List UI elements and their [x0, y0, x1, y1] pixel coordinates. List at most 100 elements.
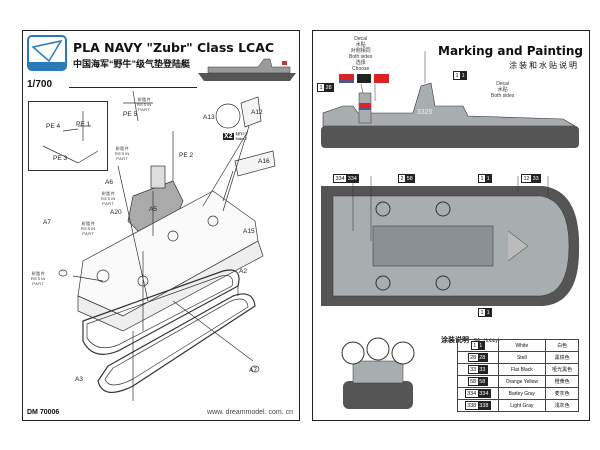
marking-title: Marking and Painting	[438, 44, 583, 58]
part-label-a6: A6	[105, 179, 113, 186]
marking-page: Marking and Painting 涂装和水贴说明 Decal 水贴 对侧…	[312, 30, 590, 421]
code-a: 1	[480, 309, 484, 316]
paint-name-en: White	[497, 339, 547, 352]
resin-en: RESIN	[31, 276, 46, 281]
part-label-pe4: PE 4	[46, 123, 61, 130]
code-b: 33	[531, 174, 541, 183]
code-b: 1	[460, 71, 467, 80]
paint-name-cn: 浅灰色	[545, 399, 579, 412]
paint-name-cn: 白色	[545, 339, 579, 352]
code-b: 334	[477, 389, 490, 398]
part-label-a16: A16	[258, 158, 270, 165]
resin-en: RESIN	[137, 102, 152, 107]
resin-part: PART	[116, 156, 129, 161]
resin-cn: 树脂件	[81, 221, 96, 226]
dreammodel-logo	[27, 35, 67, 71]
paint-name-en: Barley Gray	[497, 387, 547, 400]
assembly-page: PLA NAVY "Zubr" Class LCAC 中国海军“野牛”级气垫登陆…	[22, 30, 300, 421]
decal-note: Decal 水贴 对侧相同 Both sides 选择 Choose	[349, 36, 372, 72]
choose-arrow-icon	[357, 74, 371, 83]
product-code: DM 70006	[27, 409, 60, 416]
code-a: 12	[523, 175, 530, 182]
choose-cn: 选择	[355, 60, 366, 66]
resin-en: RESIN	[81, 226, 96, 231]
paint-name-cn: 黑铁色	[545, 351, 579, 364]
part-label-a20: A20	[110, 209, 122, 216]
code-a: 1	[455, 72, 459, 79]
scale-label: 1/700	[27, 79, 53, 90]
side-view-hull	[322, 82, 577, 127]
part-label-a15: A15	[243, 228, 255, 235]
part-label-a3: A3	[75, 376, 83, 383]
kit-title: PLA NAVY "Zubr" Class LCAC	[73, 40, 275, 55]
code-a: 33	[470, 366, 477, 373]
part-label-a2: A2	[239, 268, 247, 275]
code-a: 1	[480, 175, 484, 182]
part-label-a7: A7	[43, 219, 51, 226]
paint-name-cn: 哑光黑色	[545, 363, 579, 376]
code-b: 338	[477, 401, 490, 410]
part-label-a12: A12	[251, 109, 263, 116]
code-a: 1	[473, 342, 477, 349]
make-two-note: X2 制作2个 Make 2	[223, 132, 256, 141]
part-label-a7-lower: A7	[249, 367, 257, 374]
paint-name-cn: 橙黄色	[545, 375, 579, 388]
decal-cn: 水贴	[497, 87, 508, 93]
paint-name-en: Flat Black	[497, 363, 547, 376]
paint-table-title-cn: 涂装说明	[441, 337, 469, 344]
china-flag-icon	[374, 74, 389, 83]
code-b: 28	[477, 353, 487, 362]
part-label-a13: A13	[203, 114, 215, 121]
code-a: 334	[335, 175, 345, 182]
decal-both: Both sides	[491, 93, 515, 99]
resin-part: PART	[138, 107, 151, 112]
code-b: 58	[477, 377, 487, 386]
paint-name-en: Orange Yellow	[497, 375, 547, 388]
resin-part: PART	[32, 281, 45, 286]
side-view-skirt	[321, 126, 579, 148]
code-b: 334	[346, 174, 359, 183]
code-a: 1	[319, 84, 323, 91]
resin-cn: 树脂件	[31, 271, 46, 276]
decal-cn-note: 对侧相同	[350, 48, 371, 54]
code-b: 33	[477, 365, 487, 374]
code-a: 338	[467, 402, 477, 409]
decal-note-hull: Decal 水贴 Both sides	[491, 81, 514, 99]
marking-title-cn: 涂装和水贴说明	[509, 61, 579, 70]
painting-drawing	[321, 51, 580, 409]
kit-subtitle-cn: 中国海军“野牛”级气垫登陆艇	[73, 59, 191, 69]
assembly-drawing	[42, 90, 276, 401]
code-a: 28	[470, 354, 477, 361]
part-label-pe2: PE 2	[179, 152, 194, 159]
pe-detail-inset	[28, 101, 108, 171]
decal-both: Both sides	[349, 54, 373, 60]
title-rule	[69, 87, 197, 88]
x2-badge: X2	[223, 133, 234, 140]
decal-en: Decal	[354, 36, 368, 42]
decal-cn: 水贴	[355, 42, 366, 48]
code-b: 58	[405, 174, 415, 183]
code-b: 1	[485, 308, 492, 317]
part-label-pe3: PE 3	[53, 155, 68, 162]
front-view-skirt	[343, 381, 413, 409]
resin-part: PART	[82, 231, 95, 236]
paint-name-cn: 麦灰色	[545, 387, 579, 400]
hull-number: 3325	[417, 109, 433, 116]
resin-en: RESIN	[115, 151, 130, 156]
